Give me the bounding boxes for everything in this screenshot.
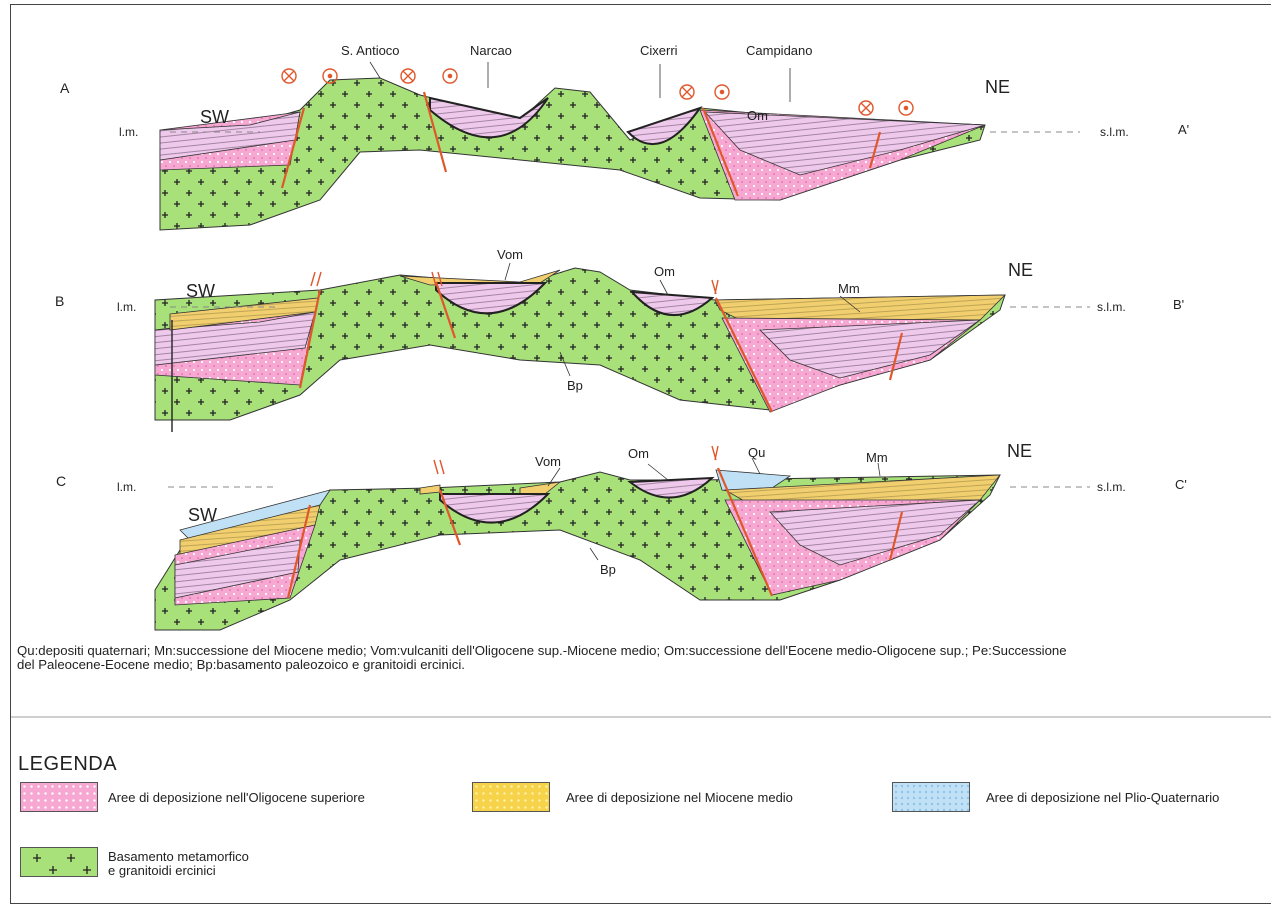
place-s-antioco: S. Antioco [341,43,400,58]
sea-right-c: s.l.m. [1097,480,1126,494]
unit-mm-c: Mm [866,450,888,465]
section-label-c: C [56,473,66,489]
unit-om-c: Om [628,446,649,461]
legend-plus-pattern [21,848,97,876]
units-caption: Qu:depositi quaternari; Mn:successione d… [17,644,1267,672]
section-end-label-a: A' [1178,122,1189,137]
section-a: A A' SW NE l.m. s.l.m. S. Antioco Narcao… [60,43,1189,230]
divider [11,716,1271,718]
place-narcao: Narcao [470,43,512,58]
sea-right-a: s.l.m. [1100,125,1129,139]
legend-label-oligocene: Aree di deposizione nell'Oligocene super… [108,791,365,805]
legend-label-miocene: Aree di deposizione nel Miocene medio [566,791,793,805]
unit-bp-c: Bp [600,562,616,577]
unit-mm-b: Mm [838,281,860,296]
section-label-b: B [55,293,64,309]
legend-swatch-miocene [472,782,550,812]
sea-left-c: l.m. [117,480,136,494]
unit-vom-c: Vom [535,454,561,469]
legend-label-basement-1: Basamento metamorfico [108,850,249,864]
unit-vom-b: Vom [497,247,523,262]
legend-swatch-basement [20,847,98,877]
sea-right-b: s.l.m. [1097,300,1126,314]
sw-label-a: SW [200,107,229,127]
unit-bp-b: Bp [567,378,583,393]
caption-line-2: del Paleocene-Eocene medio; Bp:basamento… [17,658,1267,672]
ne-label-c: NE [1007,441,1032,461]
section-end-label-c: C' [1175,477,1187,492]
legend-swatch-oligocene [20,782,98,812]
caption-line-1: Qu:depositi quaternari; Mn:successione d… [17,644,1267,658]
legend-label-basement-2: e granitoidi ercinici [108,864,249,878]
sea-left-a: l.m. [119,125,138,139]
unit-om-b: Om [654,264,675,279]
ne-label-b: NE [1008,260,1033,280]
ne-label-a: NE [985,77,1010,97]
place-cixerri: Cixerri [640,43,678,58]
section-end-label-b: B' [1173,297,1184,312]
section-b: B B' SW NE l.m. s.l.m. Vom Om Mm Bp [55,247,1184,432]
sw-label-b: SW [186,281,215,301]
cross-sections-diagram: A A' SW NE l.m. s.l.m. S. Antioco Narcao… [0,0,1271,640]
fault-symbols-c [434,446,718,474]
legend-title: LEGENDA [18,753,117,776]
section-label-a: A [60,80,70,96]
section-c: C C' SW NE l.m. s.l.m. Vom Om Qu Mm Bp [56,441,1187,630]
sw-label-c: SW [188,505,217,525]
unit-om-a: Om [747,108,768,123]
place-campidano: Campidano [746,43,813,58]
legend-swatch-plio-quaternary [892,782,970,812]
legend-label-plio-quaternary: Aree di deposizione nel Plio-Quaternario [986,791,1219,805]
unit-qu-c: Qu [748,445,765,460]
sea-left-b: l.m. [117,300,136,314]
legend-label-basement: Basamento metamorfico e granitoidi ercin… [108,850,249,878]
